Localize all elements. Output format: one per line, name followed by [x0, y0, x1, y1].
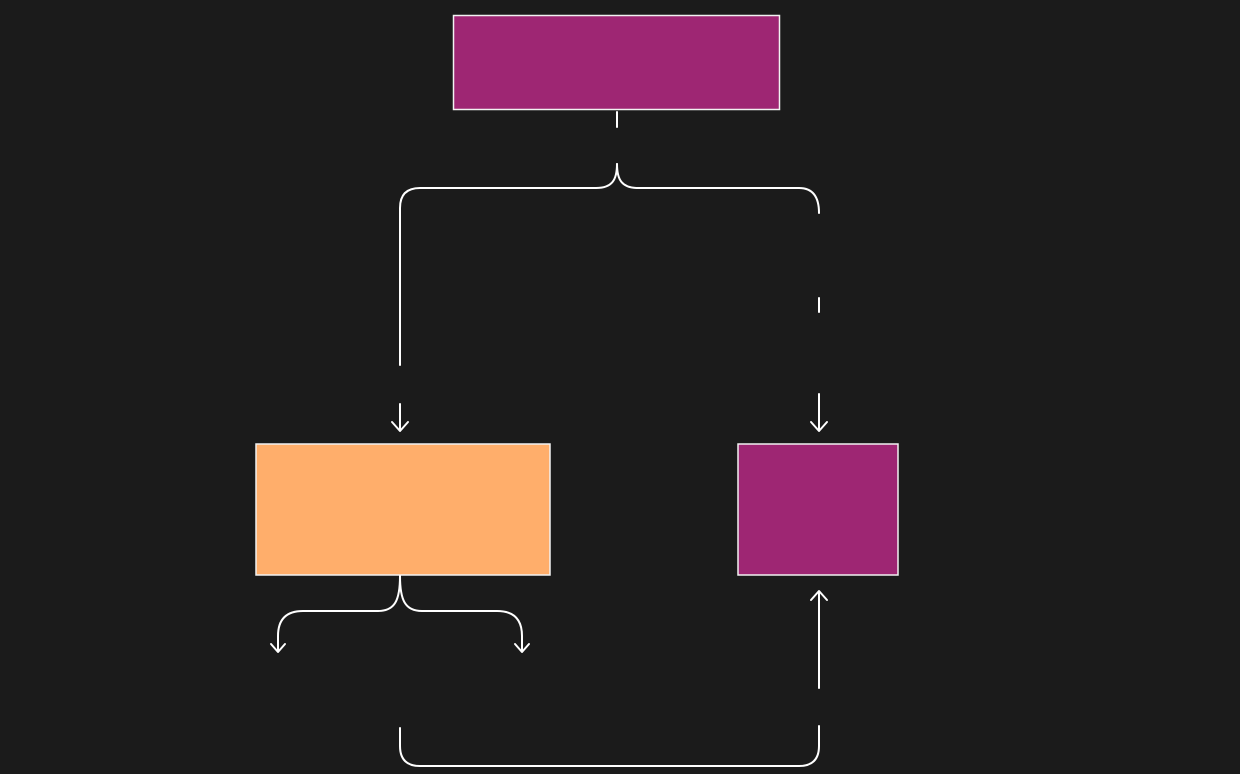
arrow-head-right	[810, 421, 828, 432]
edge-loop-bottom	[399, 725, 820, 767]
edge-loop-to-right	[399, 590, 828, 767]
edge-split-connector	[399, 163, 618, 366]
edge-top-to-right	[810, 393, 828, 432]
arrow-head-left	[391, 421, 409, 432]
arrow-head-branch-right	[514, 643, 530, 653]
right-node	[737, 443, 899, 576]
edge-top-split	[399, 111, 820, 366]
edge-branch-left	[277, 575, 401, 652]
arrow-head-up	[810, 590, 828, 601]
edge-top-to-left	[391, 403, 409, 432]
edge-branch-right	[399, 575, 523, 652]
left-node	[255, 443, 551, 576]
edge-left-branches	[270, 575, 530, 653]
top-node	[452, 14, 781, 111]
edge-split-right	[616, 163, 820, 214]
arrow-head-branch-left	[270, 643, 286, 653]
